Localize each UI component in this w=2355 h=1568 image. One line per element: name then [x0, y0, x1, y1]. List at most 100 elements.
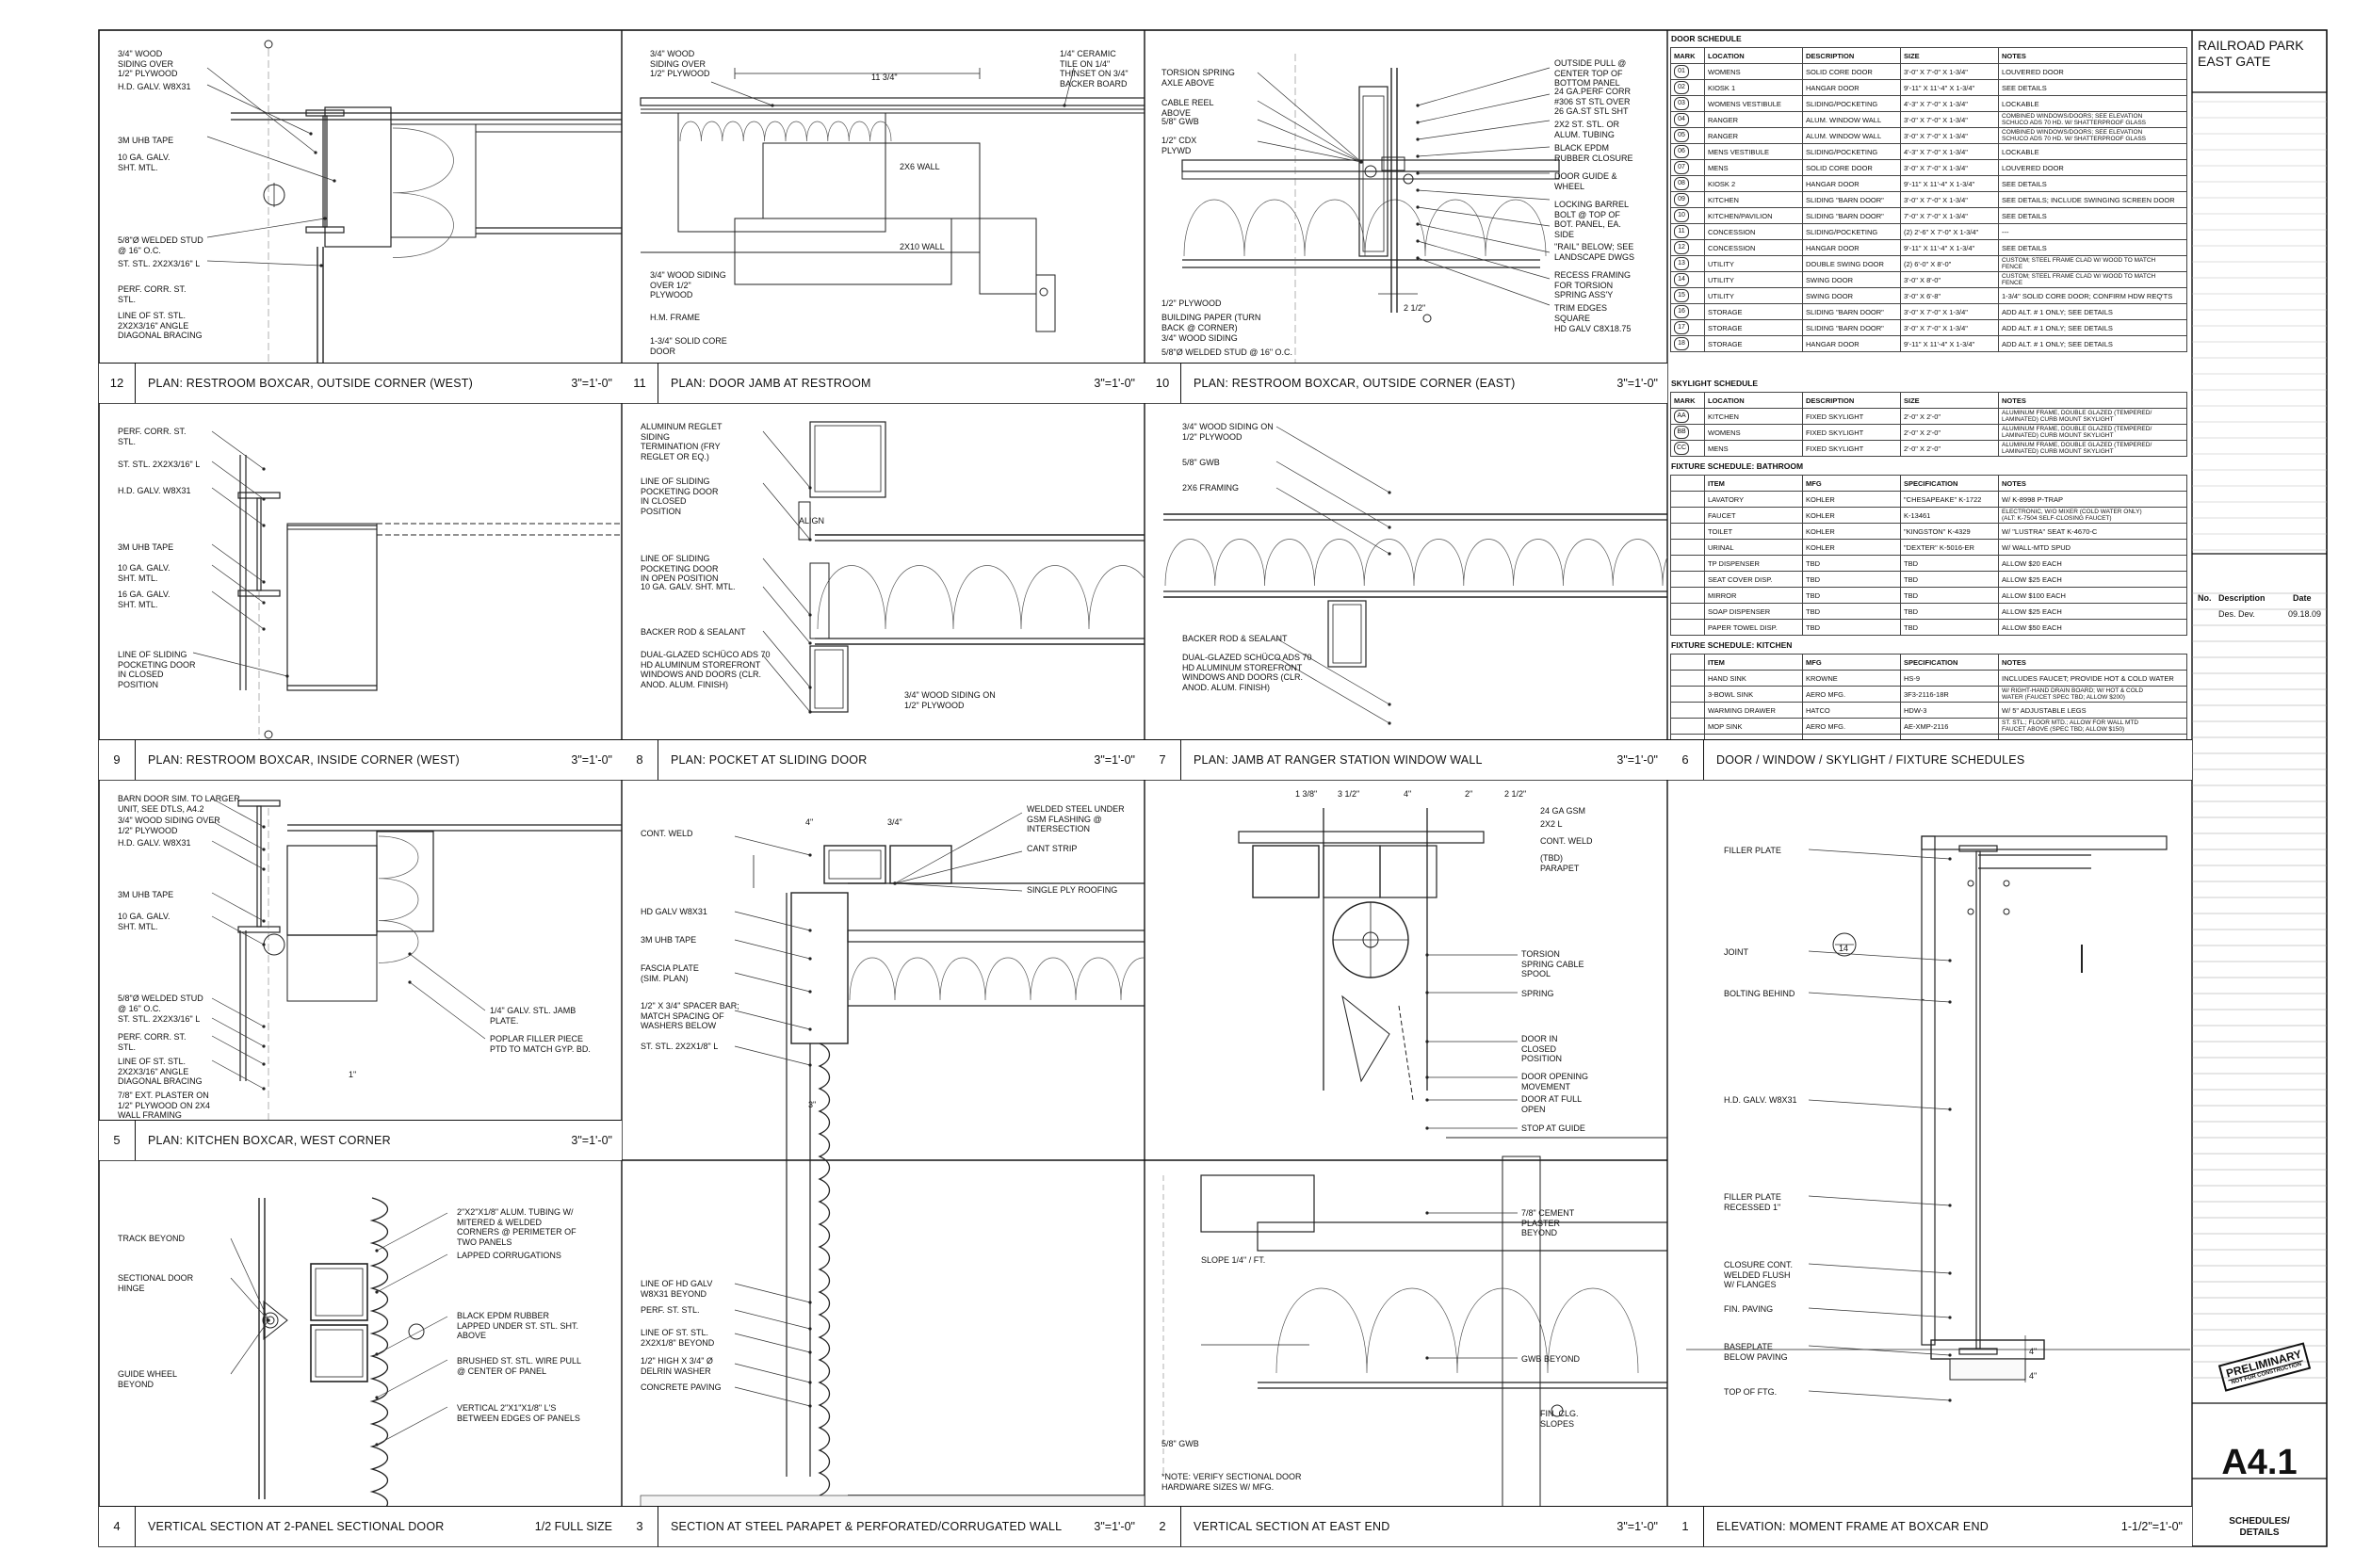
- leader-dot: [1416, 205, 1420, 209]
- detail-note: 4": [2029, 1371, 2038, 1381]
- table-cell: SEE DETAILS: [1998, 239, 2187, 256]
- leader-dot: [1948, 1398, 1952, 1402]
- leader-dot: [808, 641, 812, 645]
- leader-dot: [408, 952, 412, 956]
- leader-dot: [808, 486, 812, 490]
- circle: [1403, 173, 1414, 185]
- rect: [823, 845, 886, 884]
- table-cell: ELECTRONIC, W/O MIXER (COLD WATER ONLY) …: [1998, 507, 2187, 524]
- detail-scale: 3"=1'-0": [1094, 377, 1135, 390]
- leader-dot: [1425, 1040, 1429, 1043]
- table-cell: SEE DETAILS; INCLUDE SWINGING SCREEN DOO…: [1998, 191, 2187, 208]
- table-cell: 1-3/4" SOLID CORE DOOR; CONFIRM HDW REQ'…: [1998, 287, 2187, 304]
- table-cell: W/ RIGHT-HAND DRAIN BOARD; W/ HOT & COLD…: [1998, 686, 2187, 703]
- leader-dot: [262, 601, 266, 605]
- detail-scale: 3"=1'-0": [1616, 753, 1658, 767]
- circle: [1039, 287, 1048, 297]
- line: [206, 260, 322, 267]
- detail-note: 16 GA. GALV. SHT. MTL.: [118, 590, 171, 609]
- detail-note: 5/8"Ø WELDED STUD @ 16" O.C.: [1161, 348, 1293, 357]
- revision-date: 09.18.09: [2288, 609, 2322, 619]
- table-cell: ALLOW $20 EACH: [1998, 555, 2187, 572]
- leader-dot: [375, 1352, 379, 1356]
- line: [1417, 120, 1551, 140]
- table-cell: TBD: [1900, 619, 1999, 636]
- rect: [1921, 835, 1936, 1346]
- leader-dot: [262, 1062, 266, 1066]
- door-mark-tag: 09: [1674, 193, 1689, 206]
- line: [762, 558, 811, 616]
- table-cell: ALLOW $50 EACH: [1998, 619, 2187, 636]
- door-mark-tag: 06: [1674, 145, 1689, 158]
- line: [1417, 206, 1551, 227]
- table-cell: 11: [1670, 223, 1705, 240]
- detail-note: 3/4" WOOD SIDING OVER 1/2" PLYWOOD: [118, 816, 220, 835]
- line: [211, 892, 265, 922]
- table-cell: FAUCET: [1704, 507, 1803, 524]
- detail-note: FILLER PLATE RECESSED 1": [1724, 1192, 1781, 1212]
- table-header-cell: SPECIFICATION: [1900, 475, 1999, 492]
- detail-title-bar: 6 DOOR / WINDOW / SKYLIGHT / FIXTURE SCH…: [1667, 739, 2192, 780]
- table-cell: 3'-0" x 7'-0" x 1-3/4": [1900, 159, 1999, 176]
- rect: [310, 1263, 368, 1321]
- detail-note: BLACK EPDM RUBBER LAPPED UNDER ST. STL. …: [457, 1311, 579, 1340]
- table-cell: 02: [1670, 79, 1705, 96]
- rect: [390, 123, 477, 238]
- line: [1257, 140, 1362, 163]
- line: [734, 1045, 811, 1066]
- detail-title: PLAN: POCKET AT SLIDING DOOR: [671, 753, 868, 767]
- rect: [286, 525, 378, 691]
- table-cell: W/ "LUSTRA" SEAT K-4670-C: [1998, 523, 2187, 540]
- insulation: [1275, 1287, 1639, 1374]
- table-cell: CUSTOM; STEEL FRAME CLAD W/ WOOD TO MATC…: [1998, 255, 2187, 272]
- circle: [266, 1316, 275, 1325]
- table-header-cell: DESCRIPTION: [1802, 47, 1901, 64]
- table-cell: W/ K-8998 P-TRAP: [1998, 491, 2187, 508]
- table-cell: ST. STL.; FLOOR MTD.; ALLOW FOR WALL MTD…: [1998, 718, 2187, 735]
- table-cell: PAPER TOWEL DISP.: [1704, 619, 1803, 636]
- detail-title: DOOR / WINDOW / SKYLIGHT / FIXTURE SCHED…: [1716, 753, 2025, 767]
- table-cell: HATCO: [1802, 702, 1901, 719]
- line: [211, 564, 265, 604]
- detail-note: FASCIA PLATE (SIM. PLAN): [641, 963, 699, 983]
- detail-drawing: [1181, 54, 1560, 403]
- table-cell: SLIDING "BARN DOOR": [1802, 191, 1901, 208]
- leader-dot: [262, 1025, 266, 1028]
- door-mark-tag: 18: [1674, 337, 1689, 350]
- rect: [640, 97, 1145, 106]
- detail-note: DOOR IN CLOSED POSITION: [1521, 1034, 1563, 1063]
- line: [762, 586, 811, 644]
- line: [211, 840, 265, 870]
- detail-note: BASEPLATE BELOW PAVING: [1724, 1342, 1788, 1362]
- detail-note: SECTIONAL DOOR HINGE: [118, 1273, 194, 1293]
- table-cell: KOHLER: [1802, 523, 1901, 540]
- line: [734, 1283, 811, 1303]
- table-cell: ALUM. WINDOW WALL: [1802, 111, 1901, 128]
- leader-dot: [1416, 154, 1420, 158]
- table-cell: 16: [1670, 303, 1705, 320]
- rect: [1949, 1358, 2026, 1381]
- table-cell: LOUVERED DOOR: [1998, 159, 2187, 176]
- table-cell: UTILITY: [1704, 287, 1803, 304]
- table-cell: ADD ALT. # 1 ONLY; SEE DETAILS: [1998, 303, 2187, 320]
- table-cell: CC: [1670, 440, 1705, 457]
- line: [230, 1237, 269, 1321]
- table-cell: 9'-11" x 11'-4" x 1-3/4": [1900, 239, 1999, 256]
- detail-number: 2: [1145, 1507, 1181, 1546]
- line: [1275, 426, 1390, 493]
- rect: [286, 523, 378, 530]
- line: [211, 1017, 265, 1047]
- rect: [979, 218, 1037, 295]
- leader-dot: [808, 1301, 812, 1304]
